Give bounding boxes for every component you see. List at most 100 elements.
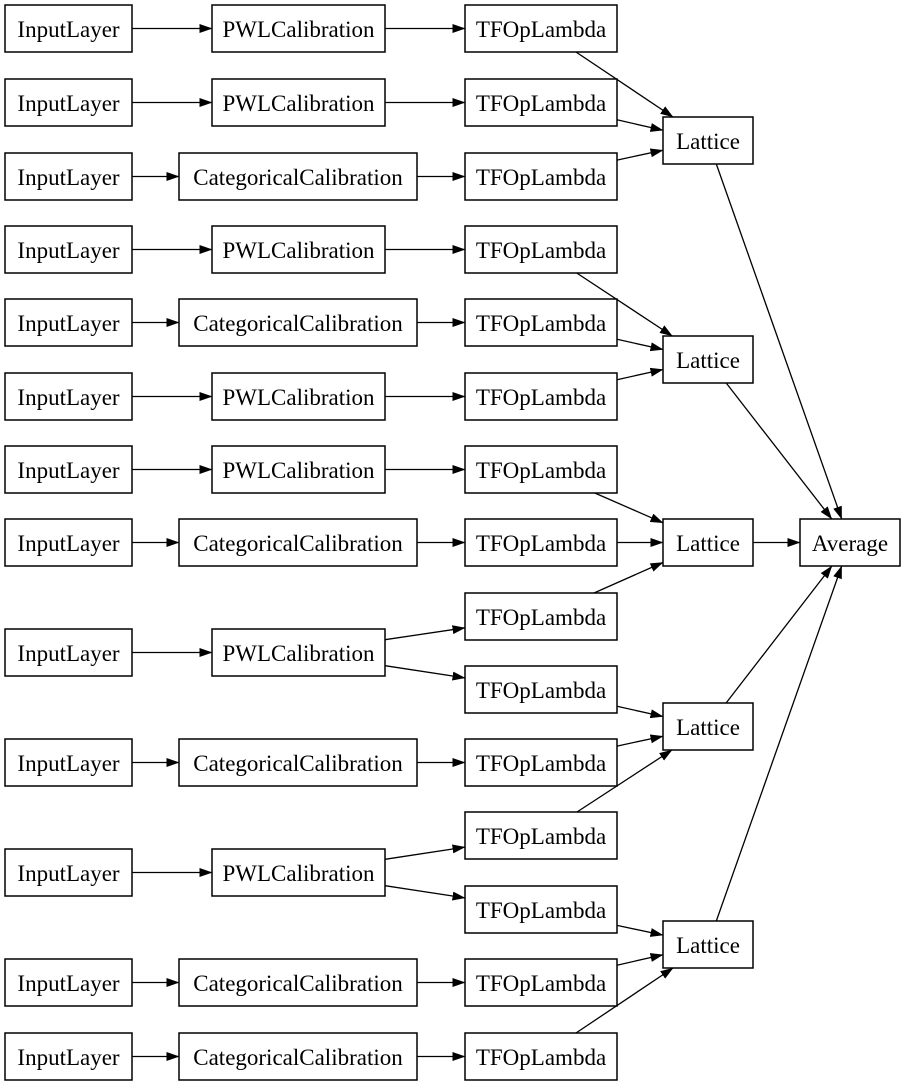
node-box-tf11: [464, 738, 618, 787]
node-label-tf5: TFOpLambda: [476, 311, 606, 336]
node-label-tf15: TFOpLambda: [476, 1045, 606, 1070]
node-label-tf13: TFOpLambda: [476, 898, 606, 923]
node-box-tf5: [464, 298, 618, 347]
edge-tf10-lat4: [616, 705, 664, 719]
edge-tf6-lat2: [616, 367, 664, 381]
node-pwl4: PWLCalibration: [211, 372, 386, 421]
node-il9: InputLayer: [4, 628, 133, 677]
node-label-tf10: TFOpLambda: [476, 678, 606, 703]
node-cat4: CategoricalCalibration: [178, 738, 418, 787]
node-il8: InputLayer: [4, 518, 133, 567]
node-il7: InputLayer: [4, 445, 133, 494]
node-box-tf4: [464, 225, 618, 274]
node-box-tf6: [464, 372, 618, 421]
node-box-tf8: [464, 518, 618, 567]
node-label-pwl4: PWLCalibration: [222, 385, 375, 410]
node-box-pwl2: [211, 78, 386, 127]
node-box-il10: [4, 738, 133, 787]
node-label-pwl1: PWLCalibration: [222, 17, 375, 42]
node-box-cat2: [178, 298, 418, 347]
node-label-tf14: TFOpLambda: [476, 971, 606, 996]
node-label-il4: InputLayer: [17, 238, 120, 263]
node-box-pwl1: [211, 4, 386, 53]
edges-layer: [132, 24, 843, 1061]
node-box-tf9: [464, 592, 618, 641]
edge-lat1-avg: [715, 163, 843, 520]
node-label-il6: InputLayer: [17, 385, 120, 410]
edge-tf15-lat5: [575, 967, 674, 1034]
node-label-il3: InputLayer: [17, 165, 120, 190]
node-avg: Average: [799, 518, 901, 567]
node-label-tf9: TFOpLambda: [476, 605, 606, 630]
node-label-pwl6: PWLCalibration: [222, 641, 375, 666]
node-label-il13: InputLayer: [17, 1045, 120, 1070]
node-box-il1: [4, 4, 133, 53]
node-label-avg: Average: [812, 531, 888, 556]
node-label-tf8: TFOpLambda: [476, 531, 606, 556]
node-pwl1: PWLCalibration: [211, 4, 386, 53]
edge-tf9-lat3: [593, 561, 664, 594]
node-label-lat5: Lattice: [676, 933, 740, 958]
node-label-tf7: TFOpLambda: [476, 458, 606, 483]
node-label-il11: InputLayer: [17, 861, 120, 886]
node-box-tf15: [464, 1032, 618, 1081]
node-tf13: TFOpLambda: [464, 885, 618, 934]
node-label-il10: InputLayer: [17, 751, 120, 776]
node-label-lat2: Lattice: [676, 348, 740, 373]
node-box-cat1: [178, 152, 418, 201]
edge-tf1-lat1: [575, 51, 674, 118]
node-tf10: TFOpLambda: [464, 665, 618, 714]
node-cat3: CategoricalCalibration: [178, 518, 418, 567]
node-label-tf3: TFOpLambda: [476, 165, 606, 190]
node-lat1: Lattice: [662, 116, 754, 165]
node-box-il13: [4, 1032, 133, 1081]
node-label-lat3: Lattice: [676, 531, 740, 556]
node-label-pwl3: PWLCalibration: [222, 238, 375, 263]
node-label-cat4: CategoricalCalibration: [193, 751, 403, 776]
node-il4: InputLayer: [4, 225, 133, 274]
node-tf4: TFOpLambda: [464, 225, 618, 274]
edge-tf11-lat4: [616, 734, 664, 747]
node-label-il8: InputLayer: [17, 531, 120, 556]
node-box-tf12: [464, 811, 618, 860]
node-label-cat3: CategoricalCalibration: [193, 531, 403, 556]
edge-tf2-lat1: [616, 119, 664, 132]
node-box-avg: [799, 518, 901, 567]
node-lat4: Lattice: [662, 702, 754, 751]
node-box-tf7: [464, 445, 618, 494]
node-lat5: Lattice: [662, 920, 754, 969]
node-label-tf1: TFOpLambda: [476, 17, 606, 42]
node-label-pwl7: PWLCalibration: [222, 861, 375, 886]
node-tf6: TFOpLambda: [464, 372, 618, 421]
node-pwl6: PWLCalibration: [211, 628, 386, 677]
node-il12: InputLayer: [4, 958, 133, 1007]
edge-pwl6-tf9: [384, 625, 466, 641]
node-box-lat2: [662, 335, 754, 384]
node-il3: InputLayer: [4, 152, 133, 201]
edge-lat2-avg: [725, 382, 833, 520]
node-box-il2: [4, 78, 133, 127]
node-cat2: CategoricalCalibration: [178, 298, 418, 347]
node-pwl3: PWLCalibration: [211, 225, 386, 274]
node-il10: InputLayer: [4, 738, 133, 787]
node-box-cat4: [178, 738, 418, 787]
node-label-tf11: TFOpLambda: [476, 751, 606, 776]
node-label-tf4: TFOpLambda: [476, 238, 606, 263]
node-tf9: TFOpLambda: [464, 592, 618, 641]
node-box-pwl5: [211, 445, 386, 494]
node-label-pwl5: PWLCalibration: [222, 458, 375, 483]
node-cat5: CategoricalCalibration: [178, 958, 418, 1007]
node-box-il7: [4, 445, 133, 494]
node-label-tf2: TFOpLambda: [476, 91, 606, 116]
node-box-cat3: [178, 518, 418, 567]
node-tf14: TFOpLambda: [464, 958, 618, 1007]
node-tf5: TFOpLambda: [464, 298, 618, 347]
node-label-lat1: Lattice: [676, 129, 740, 154]
node-box-cat6: [178, 1032, 418, 1081]
node-label-lat4: Lattice: [676, 715, 740, 740]
edge-tf7-lat3: [594, 492, 664, 524]
node-label-il5: InputLayer: [17, 311, 120, 336]
node-box-il11: [4, 848, 133, 897]
